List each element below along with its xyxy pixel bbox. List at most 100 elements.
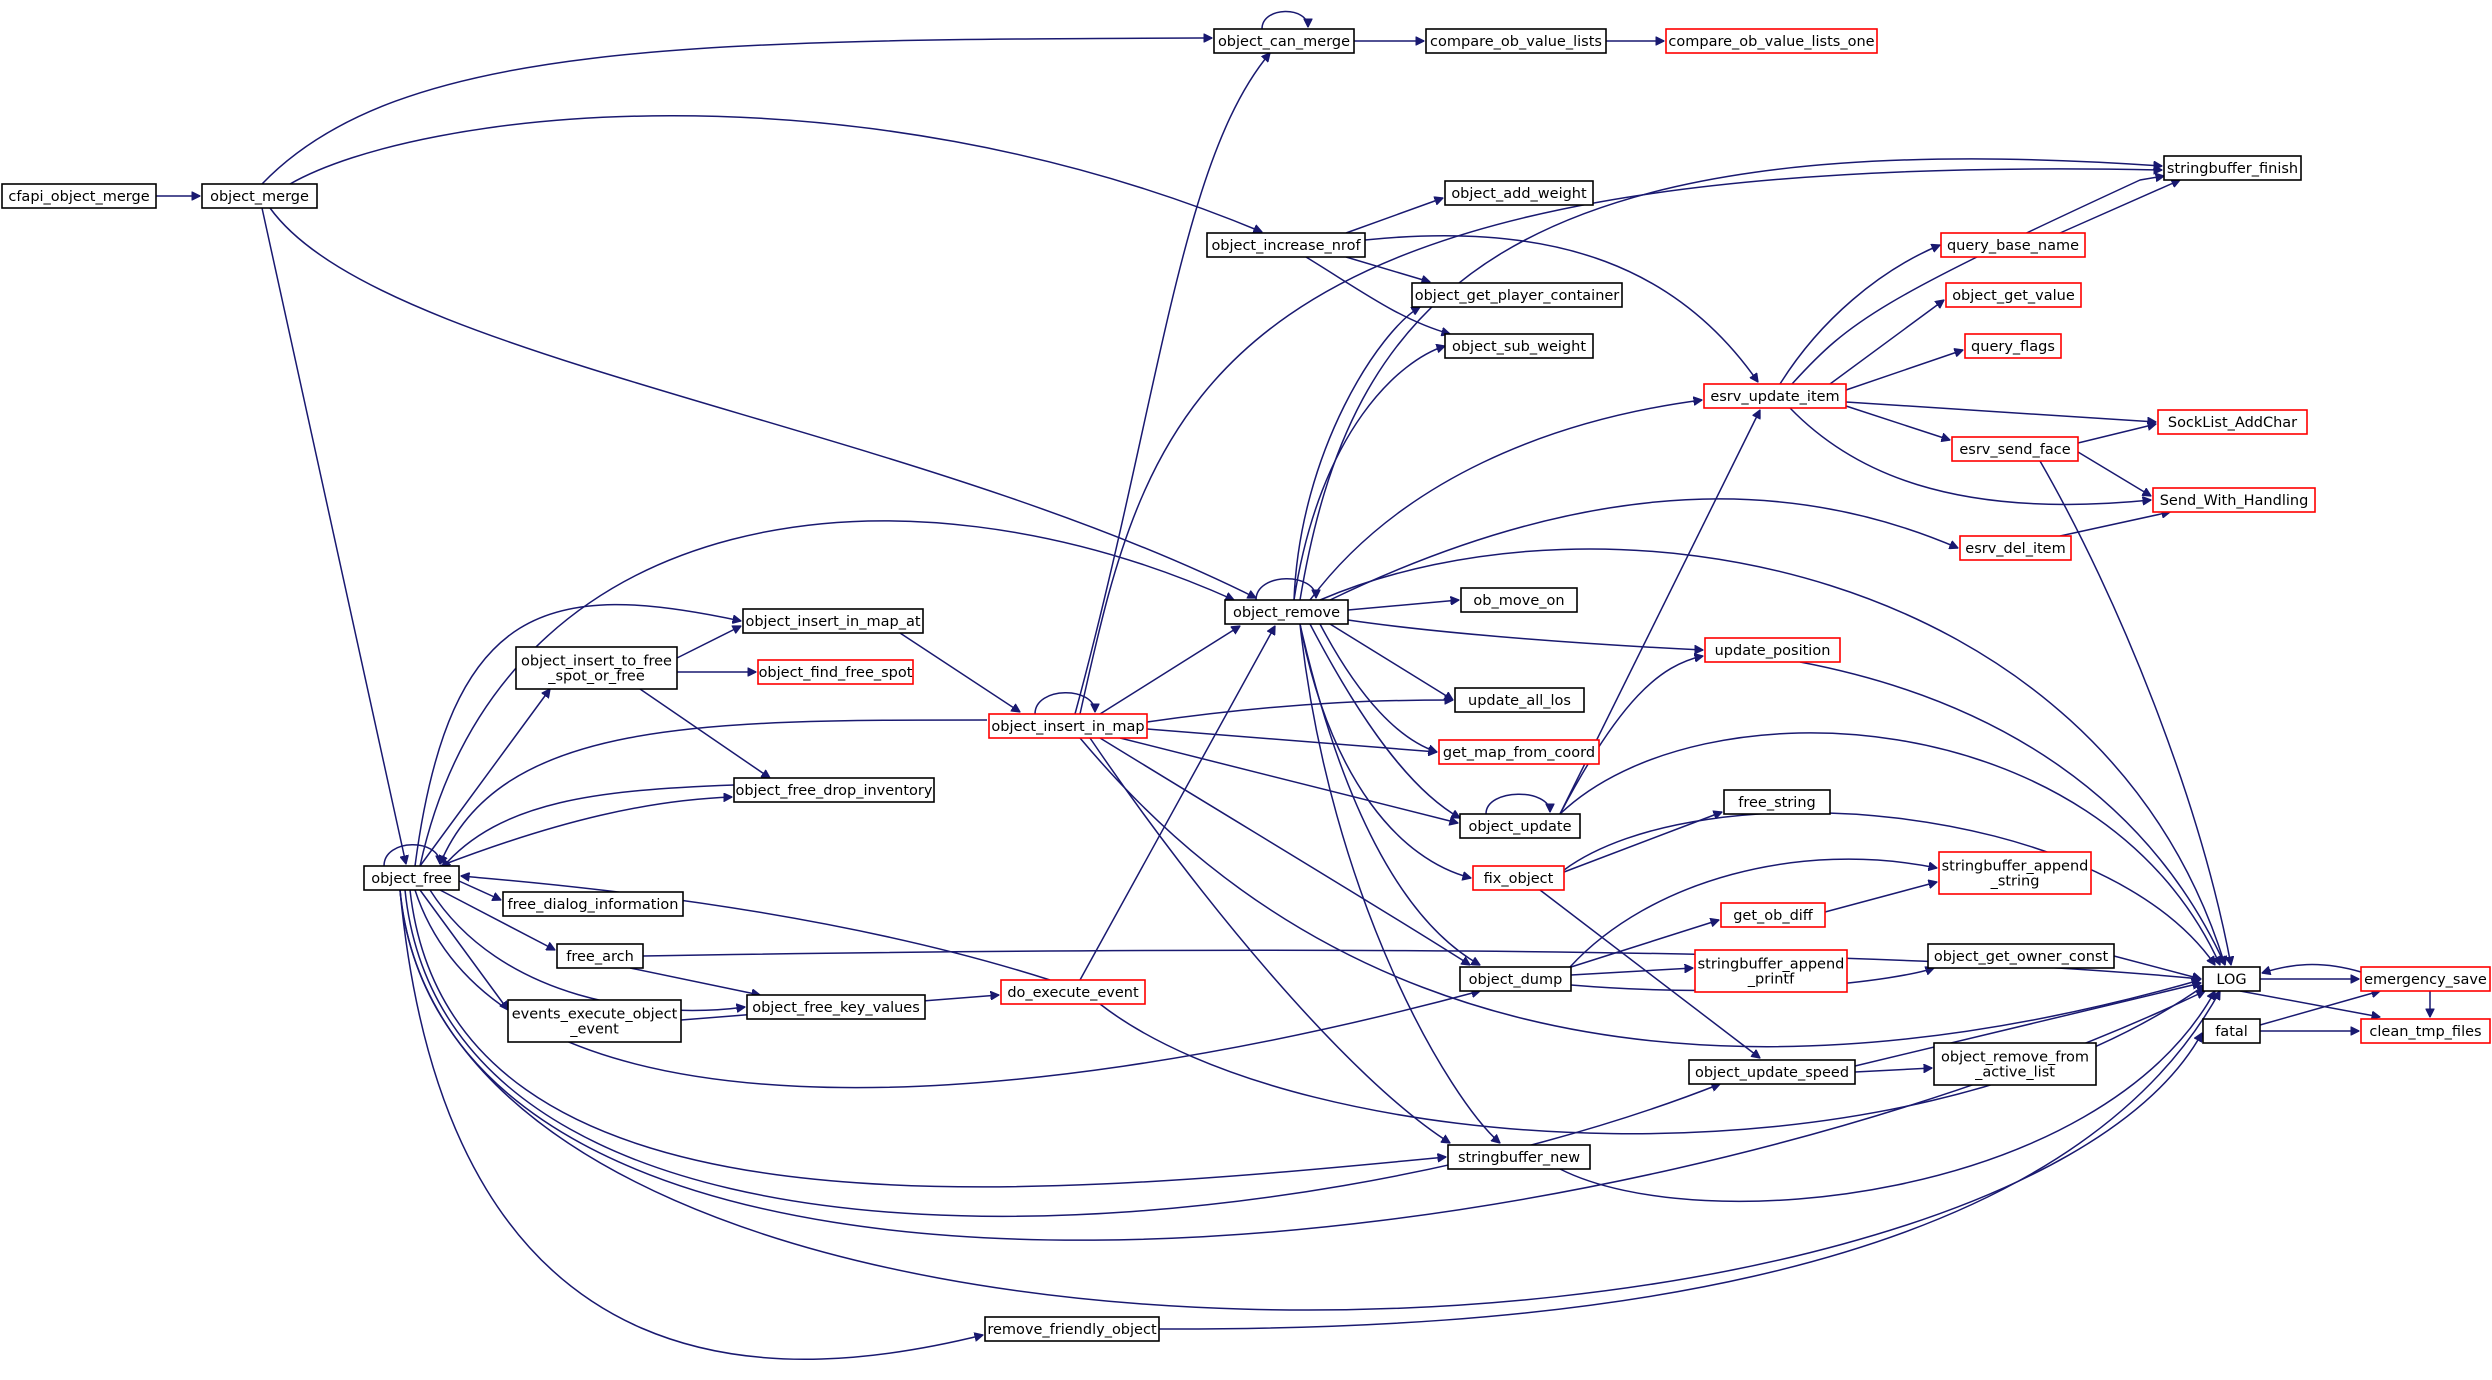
node-esrv_send_face[interactable]: esrv_send_face [1951,436,2079,462]
node-label: object_add_weight [1451,186,1587,202]
node-label: object_merge [210,189,309,205]
node-object_dump[interactable]: object_dump [1459,966,1572,992]
node-Send_With_Handling[interactable]: Send_With_Handling [2152,487,2316,513]
node-label: compare_ob_value_lists_one [1668,34,1874,50]
node-object_update[interactable]: object_update [1459,813,1581,839]
edge-object_remove-to-object_update [1309,623,1460,818]
node-update_all_los[interactable]: update_all_los [1454,687,1585,713]
node-esrv_del_item[interactable]: esrv_del_item [1959,535,2072,561]
node-object_remove_from_active_list[interactable]: object_remove_from_active_list [1933,1042,2097,1086]
node-esrv_update_item[interactable]: esrv_update_item [1703,383,1847,409]
node-compare_ob_value_lists_one[interactable]: compare_ob_value_lists_one [1665,28,1878,54]
edge-fix_object-to-LOG [1563,811,2215,965]
node-ob_move_on[interactable]: ob_move_on [1460,587,1578,613]
node-stringbuffer_append_string[interactable]: stringbuffer_append_string [1938,851,2092,895]
node-remove_friendly_object[interactable]: remove_friendly_object [984,1316,1160,1342]
node-cfapi_object_merge[interactable]: cfapi_object_merge [1,183,157,209]
node-label: query_base_name [1947,238,2079,254]
node-free_arch[interactable]: free_arch [556,943,644,969]
node-LOG[interactable]: LOG [2202,966,2261,992]
node-object_remove[interactable]: object_remove [1224,599,1349,625]
node-stringbuffer_new[interactable]: stringbuffer_new [1447,1144,1591,1170]
node-label: object_insert_in_map_at [745,614,920,630]
node-box [1460,587,1578,613]
edge-esrv_update_item-to-query_flags [1845,350,1963,391]
node-label: compare_ob_value_lists [1430,34,1602,50]
node-label: object_sub_weight [1452,339,1586,355]
node-label: object_insert_to_free [521,654,672,670]
edge-object_update_speed-to-LOG [1854,983,2201,1067]
node-object_free_drop_inventory[interactable]: object_free_drop_inventory [733,777,935,803]
node-box [556,943,644,969]
node-compare_ob_value_lists[interactable]: compare_ob_value_lists [1425,28,1607,54]
node-object_free[interactable]: object_free [363,865,460,891]
node-box [988,713,1148,739]
node-object_insert_in_map_at[interactable]: object_insert_in_map_at [742,608,924,634]
edge-query_base_name-to-stringbuffer_finish [2059,180,2180,234]
node-update_position[interactable]: update_position [1704,637,1841,663]
node-do_execute_event[interactable]: do_execute_event [1000,979,1146,1005]
node-events_execute_object_event[interactable]: events_execute_object_event [507,999,682,1043]
node-label: free_arch [566,949,634,965]
node-box [1454,687,1585,713]
edge-object_insert_in_map-to-object_insert_in_map [1034,692,1095,715]
node-object_get_value[interactable]: object_get_value [1945,282,2082,308]
node-object_free_key_values[interactable]: object_free_key_values [746,994,926,1020]
node-object_find_free_spot[interactable]: object_find_free_spot [757,659,914,685]
node-free_string[interactable]: free_string [1723,789,1831,815]
node-object_sub_weight[interactable]: object_sub_weight [1444,333,1594,359]
edge-esrv_update_item-to-SockList_AddChar [1845,401,2156,422]
node-emergency_save[interactable]: emergency_save [2360,966,2491,992]
node-box [1959,535,2072,561]
edge-esrv_update_item-to-query_base_name [1779,245,1940,385]
node-free_dialog_information[interactable]: free_dialog_information [502,891,684,917]
node-label: object_update_speed [1695,1065,1849,1081]
node-stringbuffer_finish[interactable]: stringbuffer_finish [2163,155,2302,181]
edge-object_insert_in_map-to-stringbuffer_new [1089,737,1450,1143]
node-object_merge[interactable]: object_merge [201,183,318,209]
edge-object_increase_nrof-to-object_add_weight [1345,198,1443,234]
edge-object_dump-to-get_ob_diff [1570,920,1719,968]
node-label: SockList_AddChar [2168,415,2297,431]
node-object_update_speed[interactable]: object_update_speed [1688,1059,1856,1085]
edge-object_merge-to-object_can_merge [261,38,1212,185]
node-object_insert_in_map[interactable]: object_insert_in_map [988,713,1148,739]
node-object_get_owner_const[interactable]: object_get_owner_const [1927,943,2115,969]
node-stringbuffer_append_printf[interactable]: stringbuffer_append_printf [1694,949,1848,993]
node-get_map_from_coord[interactable]: get_map_from_coord [1438,739,1600,765]
node-label: LOG [2216,972,2246,988]
node-SockList_AddChar[interactable]: SockList_AddChar [2157,409,2308,435]
node-object_can_merge[interactable]: object_can_merge [1213,28,1355,54]
node-get_ob_diff[interactable]: get_ob_diff [1720,902,1826,928]
edge-free_arch-to-object_free_key_values [629,967,760,995]
edge-object_free-to-object_free_drop_inventory [439,797,732,867]
edge-object_remove-to-object_get_player_container [1293,307,1420,601]
node-label: update_all_los [1468,693,1571,709]
edge-object_insert_in_map-to-stringbuffer_finish [1079,169,2162,715]
edge-get_ob_diff-to-stringbuffer_append_string [1824,882,1937,913]
node-box [1665,28,1878,54]
node-label: free_string [1738,795,1815,811]
edge-object_remove-to-stringbuffer_finish [1299,158,2162,601]
edge-object_free-to-object_insert_in_map_at [414,603,741,867]
node-object_insert_to_free_spot_or_free[interactable]: object_insert_to_free_spot_or_free [515,646,678,690]
edge-object_insert_in_map_at-to-object_insert_in_map [899,632,1020,712]
node-label: object_remove_from [1941,1050,2089,1066]
node-object_add_weight[interactable]: object_add_weight [1444,180,1594,206]
node-box [1964,333,2062,359]
edge-object_insert_in_map-to-object_can_merge [1074,53,1270,715]
node-label: query_flags [1971,339,2055,355]
node-object_increase_nrof[interactable]: object_increase_nrof [1206,232,1366,258]
edge-object_remove-to-esrv_del_item [1329,498,1958,601]
edge-object_dump-to-stringbuffer_append_string [1569,858,1937,968]
node-box [1938,851,2092,895]
node-box [1447,1144,1591,1170]
node-label: object_dump [1469,972,1563,988]
node-fatal[interactable]: fatal [2202,1018,2261,1044]
node-clean_tmp_files[interactable]: clean_tmp_files [2360,1018,2491,1044]
node-object_get_player_container[interactable]: object_get_player_container [1411,282,1623,308]
node-query_base_name[interactable]: query_base_name [1940,232,2086,258]
node-fix_object[interactable]: fix_object [1472,865,1565,891]
node-query_flags[interactable]: query_flags [1964,333,2062,359]
node-box [2163,155,2302,181]
